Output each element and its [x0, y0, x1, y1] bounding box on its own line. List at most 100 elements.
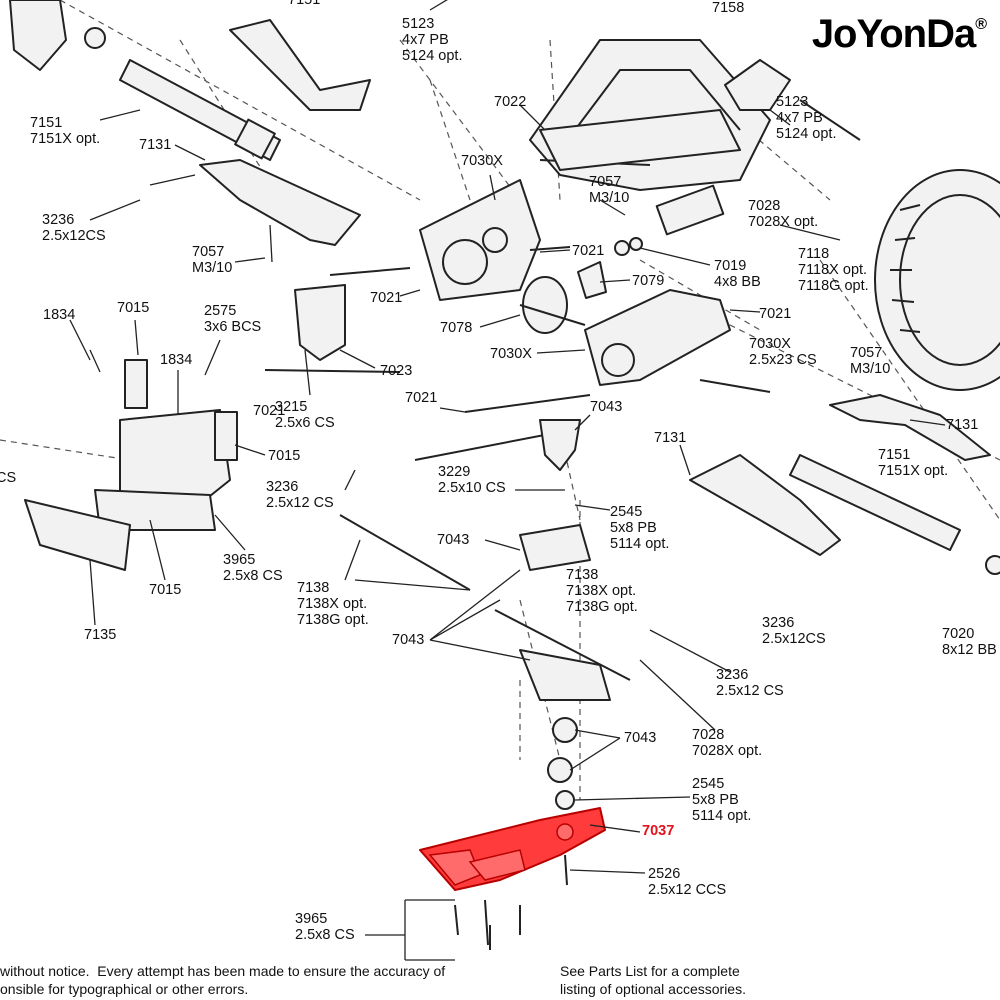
part-label-p3236c: 3236 2.5x12CS: [762, 615, 826, 647]
part-label-p5123b: 5123 4x7 PB 5124 opt.: [776, 94, 837, 142]
part-label-p1834b: 1834: [160, 352, 193, 368]
part-label-p7030xa: 7030X: [461, 153, 503, 169]
bearing-7019-b: [629, 237, 643, 251]
part-label-p7015b: 7015: [268, 448, 301, 464]
part-label-p7019: 7019 4x8 BB: [714, 258, 761, 290]
tie-rod-7138-right: [494, 609, 631, 681]
part-label-p3215: 3215 2.5x6 CS: [275, 399, 335, 431]
leader-lines: [69, 0, 946, 961]
part-label-p7043c: 7043: [392, 632, 425, 648]
skid-plate-7022: [539, 109, 741, 171]
pin-7021-b: [529, 246, 571, 251]
part-label-p7022: 7022: [494, 94, 527, 110]
part-label-p7158: 7158: [712, 0, 745, 16]
screw-7057-left: [269, 224, 273, 263]
suspension-arm-top-part: [229, 19, 371, 111]
part-label-p2545a: 2545 5x8 PB 5114 opt.: [610, 504, 670, 552]
steering-post-7043: [519, 524, 591, 571]
part-label-p7131c: 7131: [654, 430, 687, 446]
lower-arm-right-part: [689, 454, 841, 556]
bracket-7023: [294, 284, 346, 361]
part-label-p7078: 7078: [440, 320, 473, 336]
part-label-p7057a: 7057 M3/10: [589, 174, 630, 206]
drive-cup-part: [655, 184, 725, 236]
screws-3965: [454, 899, 521, 950]
tie-rod-7138-left: [339, 514, 471, 591]
part-label-p7023: 7023: [380, 363, 413, 379]
part-label-p3236d: 3236 2.5x12 CS: [716, 667, 784, 699]
screw-7030x: [699, 379, 771, 393]
axle-housing-part: [584, 289, 731, 386]
bushing-7043-b: [547, 757, 573, 783]
bumper-7135: [24, 499, 131, 571]
suspension-arm-right-part: [829, 394, 991, 461]
part-label-p3236b: 3236 2.5x12 CS: [266, 479, 334, 511]
bearing-2545: [555, 790, 575, 810]
part-label-p7138b: 7138 7138X opt. 7138G opt.: [297, 580, 369, 628]
bell-crank-7043: [519, 649, 611, 701]
differential-7078: [519, 276, 586, 334]
bushing-7043-a: [552, 717, 578, 743]
highlighted-part-label: 7037: [642, 823, 675, 839]
brand-name: JoYonDa: [811, 12, 976, 56]
part-label-p7138a: 7138 7138X opt. 7138G opt.: [566, 567, 638, 615]
tire-part: [874, 169, 1000, 391]
brand-logo: JoYonDa®: [805, 12, 992, 57]
pinion-gear-7079: [577, 261, 607, 299]
part-label-p5123a: 5123 4x7 PB 5124 opt.: [402, 16, 463, 64]
pin-7021-a: [329, 267, 411, 276]
suspension-arm-left-part: [199, 159, 361, 246]
part-label-p7020: 7020 8x12 BB: [942, 626, 997, 658]
part-label-p7021d: 7021: [405, 390, 438, 406]
skid-plate-7037-highlight: [419, 807, 606, 891]
part-label-p7043b: 7043: [437, 532, 470, 548]
part-label-p2545b: 2545 5x8 PB 5114 opt.: [692, 776, 752, 824]
part-label-p7151top: 7151: [288, 0, 321, 8]
registered-mark: ®: [975, 16, 987, 33]
part-label-p7015c: 7015: [149, 582, 182, 598]
pin-7021-c: [264, 369, 401, 373]
part-label-p7028b: 7028 7028X opt.: [692, 727, 763, 759]
clip-1834: [89, 349, 101, 373]
part-label-p2526: 2526 2.5x12 CCS: [648, 866, 727, 898]
bumper-mount-part: [94, 359, 238, 531]
part-label-p7028a: 7028 7028X opt.: [748, 198, 819, 230]
part-label-p3229: 3229 2.5x10 CS: [438, 464, 506, 496]
footer-parts-note: See Parts List for a complete listing of…: [560, 963, 746, 997]
part-label-pcs: CS: [0, 470, 17, 486]
part-label-p7030xb: 7030X 2.5x23 CS: [749, 336, 817, 368]
part-label-p3965a: 3965 2.5x8 CS: [223, 552, 283, 584]
part-label-p7118: 7118 7118X opt. 7118G opt.: [798, 246, 869, 294]
gearbox-housing-part: [419, 179, 541, 301]
part-label-p2575: 2575 3x6 BCS: [204, 303, 262, 335]
part-label-p7057c: 7057 M3/10: [850, 345, 891, 377]
part-label-p3236a: 3236 2.5x12CS: [42, 212, 106, 244]
bearing-7019-a: [614, 240, 630, 256]
part-label-p7131b: 7131: [946, 417, 979, 433]
steering-block-part: [9, 0, 106, 71]
part-label-p7021b: 7021: [370, 290, 403, 306]
part-label-p7135: 7135: [84, 627, 117, 643]
bell-crank-part: [724, 59, 791, 111]
part-label-p7151a: 7151 7151X opt.: [30, 115, 101, 147]
part-label-p7043d: 7043: [624, 730, 657, 746]
screw-2526: [564, 854, 568, 886]
servo-saver-7043-top: [539, 419, 581, 471]
part-label-p7057b: 7057 M3/10: [192, 244, 233, 276]
part-label-p7021e: 7021: [253, 403, 286, 419]
part-label-p7151b: 7151 7151X opt.: [878, 447, 949, 479]
link-rod-top-right: [799, 99, 861, 141]
part-label-p7079: 7079: [632, 273, 665, 289]
part-label-p7021c: 7021: [759, 306, 792, 322]
part-label-p1834a: 1834: [43, 307, 76, 323]
part-label-p7021a: 7021: [572, 243, 605, 259]
part-label-p7043a: 7043: [590, 399, 623, 415]
screw-3236-left: [149, 174, 196, 186]
driveshaft-part-left: [119, 59, 281, 161]
pin-7021-d: [464, 394, 591, 413]
pin-7021-e: [414, 431, 561, 461]
footer-disclaimer: without notice. Every attempt has been m…: [0, 963, 446, 997]
part-label-p7131a: 7131: [139, 137, 172, 153]
part-label-p3965b: 3965 2.5x8 CS: [295, 911, 355, 943]
